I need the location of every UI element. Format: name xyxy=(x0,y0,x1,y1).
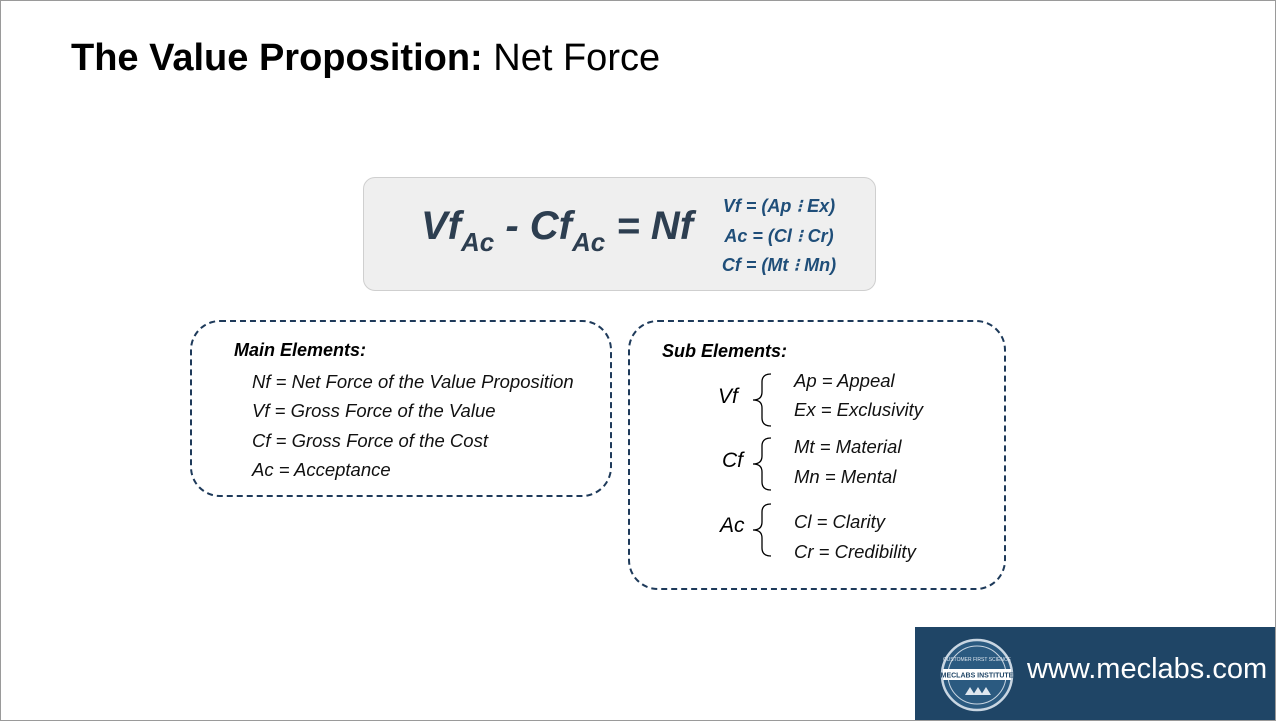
formula-nf: Nf xyxy=(650,204,694,248)
formula-ac-subscript-2: Ac xyxy=(572,227,606,257)
curly-brace-icon xyxy=(752,503,772,557)
seal-top-text: CUSTOMER FIRST SCIENCE xyxy=(943,657,1012,663)
main-elements-heading: Main Elements: xyxy=(234,340,367,360)
main-elements-list: Nf = Net Force of the Value Proposition … xyxy=(252,367,574,484)
sub-elements-box: Sub Elements: Vf Ap = Appeal Ex = Exclus… xyxy=(628,320,1006,590)
formula-box: VfAc - CfAc = Nf Vf = (Ap ⁝ Ex) Ac = (Cl… xyxy=(363,177,876,291)
formula-cf: Cf xyxy=(529,204,573,248)
net-force-formula: VfAc - CfAc = Nf xyxy=(421,204,693,258)
sub-element-item: Ap = Appeal xyxy=(794,370,895,391)
main-element-item: Cf = Gross Force of the Cost xyxy=(252,429,488,451)
definition-ac: Ac = (Cl ⁝ Cr) xyxy=(724,225,834,246)
formula-minus: - xyxy=(494,204,530,248)
title-normal: Net Force xyxy=(493,37,661,79)
sub-group-var-cf: Cf xyxy=(722,449,743,472)
formula-equals: = xyxy=(605,204,651,248)
definition-vf: Vf = (Ap ⁝ Ex) xyxy=(722,196,836,216)
sub-element-item: Cr = Credibility xyxy=(794,541,916,562)
meclabs-seal-logo: CUSTOMER FIRST SCIENCE MECLABS INSTITUTE xyxy=(941,638,1014,712)
main-element-item: Ac = Acceptance xyxy=(252,458,391,480)
slide-title: The Value Proposition: Net Force xyxy=(71,37,660,80)
sub-group-var-ac: Ac xyxy=(720,514,745,537)
sub-element-item: Mn = Mental xyxy=(794,466,897,487)
formula-definitions: Vf = (Ap ⁝ Ex) Ac = (Cl ⁝ Cr) Cf = (Mt ⁝… xyxy=(709,192,849,281)
formula-ac-subscript-1: Ac xyxy=(461,227,495,257)
main-elements-box: Main Elements: Nf = Net Force of the Val… xyxy=(190,320,612,497)
meclabs-footer: CUSTOMER FIRST SCIENCE MECLABS INSTITUTE… xyxy=(915,627,1275,720)
sub-element-item: Mt = Material xyxy=(794,436,902,457)
main-element-item: Vf = Gross Force of the Value xyxy=(252,400,496,422)
formula-vf: Vf xyxy=(421,204,461,248)
sub-group-var-vf: Vf xyxy=(718,385,738,408)
main-element-item: Nf = Net Force of the Value Proposition xyxy=(252,371,574,392)
curly-brace-icon xyxy=(752,437,772,491)
sub-elements-heading: Sub Elements: xyxy=(662,341,788,361)
meclabs-url[interactable]: www.meclabs.com xyxy=(1027,653,1268,685)
definition-cf: Cf = (Mt ⁝ Mn) xyxy=(721,255,837,275)
sub-element-item: Cl = Clarity xyxy=(794,511,885,532)
sub-element-item: Ex = Exclusivity xyxy=(794,399,924,420)
curly-brace-icon xyxy=(752,373,772,427)
seal-text: MECLABS INSTITUTE xyxy=(941,673,1014,680)
title-bold: The Value Proposition: xyxy=(71,37,483,79)
